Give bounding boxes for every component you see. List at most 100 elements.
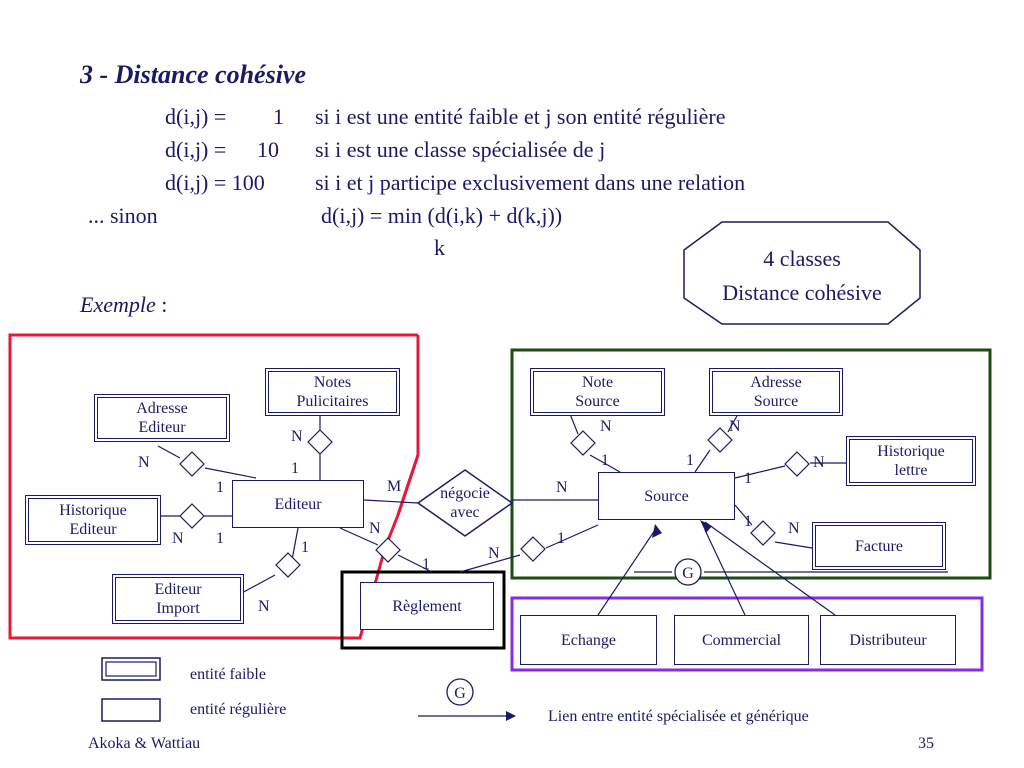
cardinality-label: 1 xyxy=(216,530,224,547)
entity-label: Commercial xyxy=(701,631,782,649)
cardinality-label: N xyxy=(258,598,270,615)
cardinality-label: 1 xyxy=(557,530,565,547)
example-label: Exemple : xyxy=(80,292,167,318)
cardinality-label: N xyxy=(729,418,741,435)
relationship-diamond xyxy=(179,451,205,477)
entity-label: Historique Editeur xyxy=(59,502,127,538)
purple-cluster-frame xyxy=(510,596,984,672)
relationship-diamond xyxy=(570,430,596,456)
relationship-diamonds xyxy=(179,427,810,578)
connector-lines xyxy=(157,413,948,616)
callout-octagon xyxy=(683,221,921,325)
cardinality-label: N xyxy=(172,530,184,547)
page-number: 35 xyxy=(918,735,934,752)
formula-value: 10 xyxy=(257,137,279,162)
entity-note-source: Note Source xyxy=(530,368,665,416)
negotiate-relation xyxy=(416,469,514,537)
formula-lhs: d(i,j) = xyxy=(165,137,227,162)
entity-label: Distributeur xyxy=(849,631,927,649)
relationship-diamond xyxy=(179,503,205,529)
cardinality-label: M xyxy=(387,478,402,495)
entity-echange: Echange xyxy=(520,615,657,665)
cardinality-label: 1 xyxy=(422,556,430,573)
relationship-diamond xyxy=(784,451,810,477)
cardinality-label: 1 xyxy=(601,452,609,469)
cardinality-label: N xyxy=(788,520,800,537)
entity-label: Source xyxy=(644,487,689,505)
formula-value: 1 xyxy=(273,104,284,129)
example-colon: : xyxy=(155,292,168,317)
legend-g-symbol xyxy=(446,678,474,706)
entity-adresse-editeur: Adresse Editeur xyxy=(94,394,230,442)
entity-label: Adresse Editeur xyxy=(136,400,188,436)
entity-label: Echange xyxy=(560,631,617,649)
relationship-diamond xyxy=(375,537,401,563)
footer-authors: Akoka & Wattiau xyxy=(88,735,201,752)
arrow-head xyxy=(700,520,712,533)
entity-historique-editeur: Historique Editeur xyxy=(25,495,161,545)
legend-weak-inner xyxy=(105,661,157,677)
cardinality-label: N xyxy=(138,454,150,471)
entity-source: Source xyxy=(598,472,735,520)
formula-lhs: d(i,j) = 100 xyxy=(165,170,265,195)
slide-title: 3 - Distance cohésive xyxy=(80,60,307,89)
legend-weak-label: entité faible xyxy=(190,666,266,683)
red-frame-diagonal xyxy=(396,454,420,516)
arrow-head xyxy=(652,524,662,538)
relationship-diamond xyxy=(750,520,776,546)
example-word: Exemple xyxy=(80,292,156,317)
entity-label: Facture xyxy=(855,537,903,555)
entity-facture: Facture xyxy=(812,522,946,570)
black-cluster-frame xyxy=(340,570,506,650)
cardinality-label: 1 xyxy=(686,452,694,469)
formula-description: si i est une classe spécialisée de j xyxy=(315,137,606,162)
otherwise-label: ... sinon xyxy=(88,203,158,228)
otherwise-subscript: k xyxy=(434,235,445,260)
relationship-diamond xyxy=(520,536,546,562)
entity-editeur-import: Editeur Import xyxy=(112,574,244,624)
legend-weak-box xyxy=(101,657,161,681)
entity-label: Editeur Import xyxy=(154,581,202,617)
cardinality-label: N xyxy=(600,418,612,435)
cardinality-label: 1 xyxy=(744,470,752,487)
cardinality-label: N xyxy=(813,454,825,471)
entity-notes-publicitaires: Notes Pulicitaires xyxy=(265,368,400,416)
cardinality-label: N xyxy=(488,545,500,562)
cardinality-label: 1 xyxy=(744,513,752,530)
cardinality-label: N xyxy=(556,479,568,496)
entity-reglement: Règlement xyxy=(360,582,494,630)
relation-label: négocie avec xyxy=(440,485,490,521)
relationship-diamond xyxy=(275,552,301,578)
entity-label: Historique lettre xyxy=(877,443,945,479)
legend-regular-box xyxy=(101,698,161,722)
entity-label: Règlement xyxy=(392,597,462,615)
entity-label: Notes Pulicitaires xyxy=(296,374,369,410)
cardinality-label: 1 xyxy=(301,539,309,556)
formula-lhs: d(i,j) = xyxy=(165,104,227,129)
otherwise-expression: d(i,j) = min (d(i,k) + d(k,j)) xyxy=(321,203,563,228)
cardinality-label: N xyxy=(369,520,381,537)
legend-arrow-head xyxy=(506,711,516,721)
formula-description: si i est une entité faible et j son enti… xyxy=(315,104,726,129)
entity-historique-lettre: Historique lettre xyxy=(846,436,976,486)
entity-editeur: Editeur xyxy=(232,480,364,528)
entity-commercial: Commercial xyxy=(674,615,809,665)
legend-regular-label: entité régulière xyxy=(190,701,287,718)
generalization-symbol xyxy=(674,558,702,586)
cardinality-label: N xyxy=(291,428,303,445)
entity-label: Note Source xyxy=(575,374,620,410)
entity-label: Adresse Source xyxy=(750,374,802,410)
relationship-diamond xyxy=(307,429,333,455)
cardinality-label: 1 xyxy=(291,460,299,477)
legend-g-label: G xyxy=(454,685,466,702)
entity-adresse-source: Adresse Source xyxy=(709,368,843,416)
formula-description: si i et j participe exclusivement dans u… xyxy=(315,170,746,195)
green-cluster-frame xyxy=(510,348,992,580)
callout-line-2: Distance cohésive xyxy=(722,280,881,305)
generalization-label: G xyxy=(682,565,694,582)
callout-line-1: 4 classes xyxy=(763,246,841,271)
cardinality-label: 1 xyxy=(216,479,224,496)
entity-label: Editeur xyxy=(274,495,322,513)
